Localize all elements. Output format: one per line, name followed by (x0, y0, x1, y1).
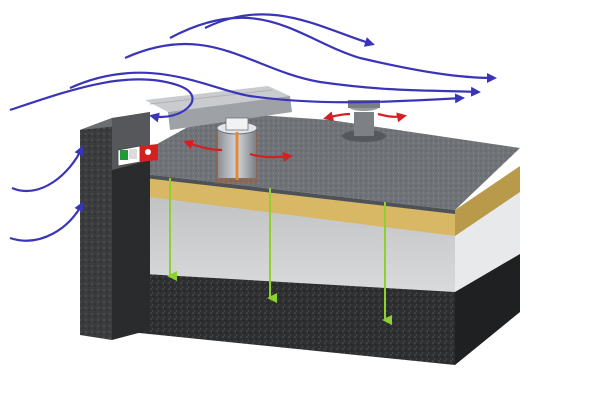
vapor-down-arrows (167, 178, 392, 325)
insulation-board-side (455, 166, 520, 236)
mushroom-vent-stem (354, 112, 374, 136)
concrete-deck-side (455, 192, 520, 292)
wind-arrow (9, 201, 84, 242)
membrane-edge (110, 170, 455, 214)
grille-green (120, 150, 128, 160)
concrete-deck (110, 190, 455, 292)
mushroom-vent (342, 100, 386, 142)
concrete-deck-bottom-side (455, 252, 520, 365)
wind-arrow (204, 13, 375, 47)
vapor-arrow (323, 111, 351, 122)
mushroom-vent-cap (348, 100, 380, 108)
concrete-deck-bottom (110, 270, 455, 365)
wall-vent-grille (117, 144, 158, 167)
grille-white (129, 149, 137, 159)
wind-arrow (69, 71, 465, 104)
ridge-vent-front (168, 96, 292, 130)
insulation-board (110, 172, 455, 236)
parapet-wall-lower (112, 160, 150, 340)
wind-arrow (9, 78, 194, 123)
grille-hole (145, 149, 151, 155)
roof-membrane (110, 112, 520, 210)
vapor-flow-arrows (183, 111, 407, 162)
wind-flow-arrows (9, 13, 497, 242)
wind-arrow (124, 42, 481, 97)
ridge-vent (145, 86, 292, 130)
vent-hood (225, 117, 249, 131)
roof-vent-cutaway (215, 117, 258, 184)
vapor-arrow (377, 112, 407, 123)
ridge-vent-rib (149, 89, 273, 105)
roof-assembly (110, 112, 520, 365)
vapor-arrow (183, 139, 223, 152)
parapet-wall-front (80, 118, 112, 340)
vapor-arrow (249, 151, 293, 162)
wind-arrow (11, 145, 84, 193)
